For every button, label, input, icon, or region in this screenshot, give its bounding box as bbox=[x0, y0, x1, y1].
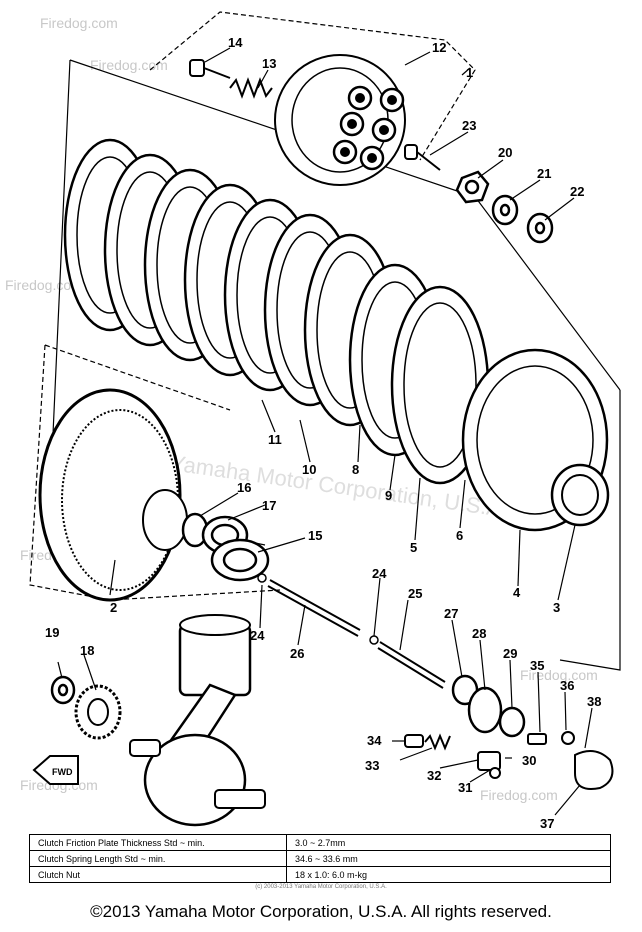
callout-23: 23 bbox=[462, 118, 476, 133]
primary-drive-gear bbox=[74, 684, 122, 740]
callout-2: 2 bbox=[110, 600, 117, 615]
copyright-notice: ©2013 Yamaha Motor Corporation, U.S.A. A… bbox=[90, 902, 552, 921]
crank-washer bbox=[50, 675, 76, 705]
callout-6: 6 bbox=[456, 528, 463, 543]
forward-arrow-icon: FWD bbox=[32, 755, 79, 785]
callout-29: 29 bbox=[503, 646, 517, 661]
callout-12: 12 bbox=[432, 40, 446, 55]
clutch-boss bbox=[461, 348, 610, 532]
callout-26: 26 bbox=[290, 646, 304, 661]
callout-20: 20 bbox=[498, 145, 512, 160]
push-lever-assembly bbox=[404, 674, 614, 790]
thrust-plate bbox=[210, 538, 270, 582]
callout-16: 16 bbox=[237, 480, 251, 495]
callout-38: 38 bbox=[587, 694, 601, 709]
clutch-screw bbox=[189, 59, 231, 79]
callout-34: 34 bbox=[367, 733, 382, 748]
callout-24a: 24 bbox=[372, 566, 387, 581]
callout-4: 4 bbox=[513, 585, 521, 600]
spec-label: Clutch Friction Plate Thickness Std ~ mi… bbox=[29, 834, 287, 851]
callout-19: 19 bbox=[45, 625, 59, 640]
fine-print: (c) 2003-2013 Yamaha Motor Corporation, … bbox=[255, 884, 387, 890]
watermark: Firedog.com bbox=[90, 57, 168, 73]
watermark: Firedog.com bbox=[480, 787, 558, 803]
clutch-nut bbox=[455, 170, 490, 204]
callout-37: 37 bbox=[540, 816, 554, 831]
table-row: Clutch Friction Plate Thickness Std ~ mi… bbox=[29, 834, 611, 851]
watermark: Firedog.com bbox=[40, 15, 118, 31]
spec-value: 3.0 ~ 2.7mm bbox=[286, 834, 611, 851]
callout-18: 18 bbox=[80, 643, 94, 658]
callout-21: 21 bbox=[537, 166, 551, 181]
callout-30: 30 bbox=[522, 753, 536, 768]
callout-25: 25 bbox=[408, 586, 422, 601]
callout-numbers: 1 2 3 4 5 6 8 9 10 11 12 13 14 15 16 17 … bbox=[45, 35, 601, 831]
plain-washer bbox=[526, 212, 554, 244]
spec-label: Clutch Spring Length Std ~ min. bbox=[29, 850, 287, 867]
push-rod-short bbox=[404, 144, 441, 171]
table-row: Clutch Spring Length Std ~ min. 34.6 ~ 3… bbox=[29, 850, 611, 867]
callout-1: 1 bbox=[466, 65, 473, 80]
callout-5: 5 bbox=[410, 540, 417, 555]
callout-22: 22 bbox=[570, 184, 584, 199]
spec-label: Clutch Nut bbox=[29, 866, 287, 883]
dashed-outline-primary-drive bbox=[29, 344, 281, 601]
clutch-housing bbox=[38, 388, 188, 602]
lock-washer bbox=[491, 194, 519, 226]
callout-33: 33 bbox=[365, 758, 379, 773]
push-rod-25 bbox=[377, 641, 446, 689]
watermark: Firedog.com bbox=[520, 667, 598, 683]
callout-17: 17 bbox=[262, 498, 276, 513]
clutch-spring bbox=[229, 77, 273, 99]
callout-27: 27 bbox=[444, 606, 458, 621]
callout-24b: 24 bbox=[250, 628, 265, 643]
callout-8: 8 bbox=[352, 462, 359, 477]
callout-31: 31 bbox=[458, 780, 472, 795]
table-row: Clutch Nut 18 x 1.0: 6.0 m-kg bbox=[29, 866, 611, 883]
callout-3: 3 bbox=[553, 600, 560, 615]
callout-28: 28 bbox=[472, 626, 486, 641]
crankshaft bbox=[129, 614, 266, 827]
callout-36: 36 bbox=[560, 678, 574, 693]
push-rod-long bbox=[267, 579, 361, 637]
leader-lines bbox=[57, 47, 593, 816]
watermark: Firedog.com bbox=[5, 277, 83, 293]
callout-14: 14 bbox=[228, 35, 243, 50]
callout-32: 32 bbox=[427, 768, 441, 783]
steel-ball bbox=[257, 573, 379, 645]
callout-11: 11 bbox=[268, 432, 282, 447]
callout-15: 15 bbox=[308, 528, 322, 543]
forward-label: FWD bbox=[52, 767, 73, 777]
callout-9: 9 bbox=[385, 488, 392, 503]
spec-value: 34.6 ~ 33.6 mm bbox=[286, 850, 611, 867]
clutch-plate-stack bbox=[63, 138, 490, 485]
callout-13: 13 bbox=[262, 56, 276, 71]
dashed-outline-pressure-plate bbox=[149, 11, 476, 161]
callout-35: 35 bbox=[530, 658, 544, 673]
spec-value: 18 x 1.0: 6.0 m-kg bbox=[286, 866, 611, 883]
callout-10: 10 bbox=[302, 462, 316, 477]
spec-table: Clutch Friction Plate Thickness Std ~ mi… bbox=[29, 834, 611, 883]
pressure-plate bbox=[274, 54, 406, 186]
